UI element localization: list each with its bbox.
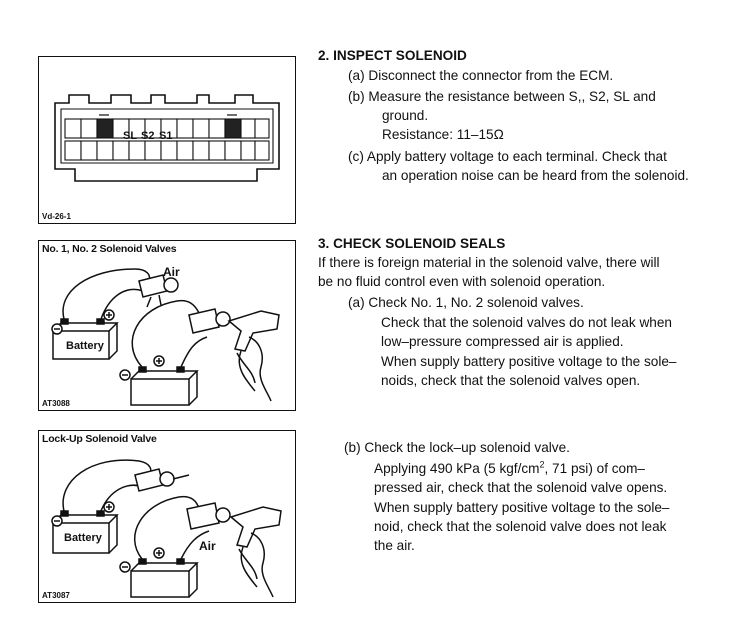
section2-step-b-line1: (b) Measure the resistance between S,, S… <box>348 89 656 104</box>
section2-step-c-line2: an operation noise can be heard from the… <box>382 168 689 183</box>
section2-resistance: Resistance: 11–15Ω <box>382 127 504 142</box>
lockup-figure-title: Lock-Up Solenoid Valve <box>42 433 157 445</box>
connector-drawing <box>54 94 280 182</box>
connector-label-sl: SL <box>123 130 138 142</box>
section3-intro-line1: If there is foreign material in the sole… <box>318 255 660 270</box>
section3-step-b-line1-post: , 71 psi) of com– <box>544 461 646 476</box>
section3-step-b-line1-pre: Applying 490 kPa (5 kgf/cm <box>374 461 540 476</box>
lockup-figure-id: AT3087 <box>42 591 70 600</box>
section3-step-a-title: (a) Check No. 1, No. 2 solenoid valves. <box>348 295 584 310</box>
connector-label-s1: S1 <box>159 130 173 142</box>
section3-step-a-line2: low–pressure compressed air is applied. <box>381 334 624 349</box>
section3-intro-line2: be no fluid control even with solenoid o… <box>318 274 606 289</box>
section3-step-b-title: (b) Check the lock–up solenoid valve. <box>344 440 570 455</box>
section3-step-b-line5: the air. <box>374 538 415 553</box>
connector-figure-id: Vd-26-1 <box>42 212 71 221</box>
lockup-check-figure: Lock-Up Solenoid Valve <box>38 430 296 603</box>
section3-step-a-line3: When supply battery positive voltage to … <box>381 354 677 369</box>
section2-heading: 2. INSPECT SOLENOID <box>318 48 467 63</box>
connector-figure: SL S2 S1 Vd-26-1 <box>38 56 296 224</box>
air-label-2: Air <box>199 539 216 553</box>
seal-check-figure: No. 1, No. 2 Solenoid Valves <box>38 240 296 411</box>
section2-step-c-line1: (c) Apply battery voltage to each termin… <box>348 149 667 164</box>
connector-label-s2: S2 <box>141 130 155 142</box>
battery-label-2: Battery <box>64 532 102 544</box>
seal-check-figure-title: No. 1, No. 2 Solenoid Valves <box>42 243 177 255</box>
seal-check-figure-id: AT3088 <box>42 399 70 408</box>
section2-step-a: (a) Disconnect the connector from the EC… <box>348 68 614 83</box>
lockup-check-drawing <box>51 459 282 598</box>
section2-step-b-line2: ground. <box>382 108 429 123</box>
section3-step-b-line1-sup: 2 <box>539 459 545 470</box>
section3-step-b-line4: noid, check that the solenoid valve does… <box>374 519 667 534</box>
seal-check-drawing <box>51 268 280 406</box>
section3-step-b-line1: Applying 490 kPa (5 kgf/cm2, 71 psi) of … <box>374 459 645 478</box>
section3-step-a-line1: Check that the solenoid valves do not le… <box>381 315 672 330</box>
battery-label-1: Battery <box>66 340 104 352</box>
air-label-1: Air <box>163 265 180 279</box>
section3-step-b-line2: pressed air, check that the solenoid val… <box>374 480 668 495</box>
section3-heading: 3. CHECK SOLENOID SEALS <box>318 236 506 251</box>
section3-step-a-line4: noids, check that the solenoid valves op… <box>381 373 641 388</box>
section3-step-b-line3: When supply battery positive voltage to … <box>374 500 670 515</box>
